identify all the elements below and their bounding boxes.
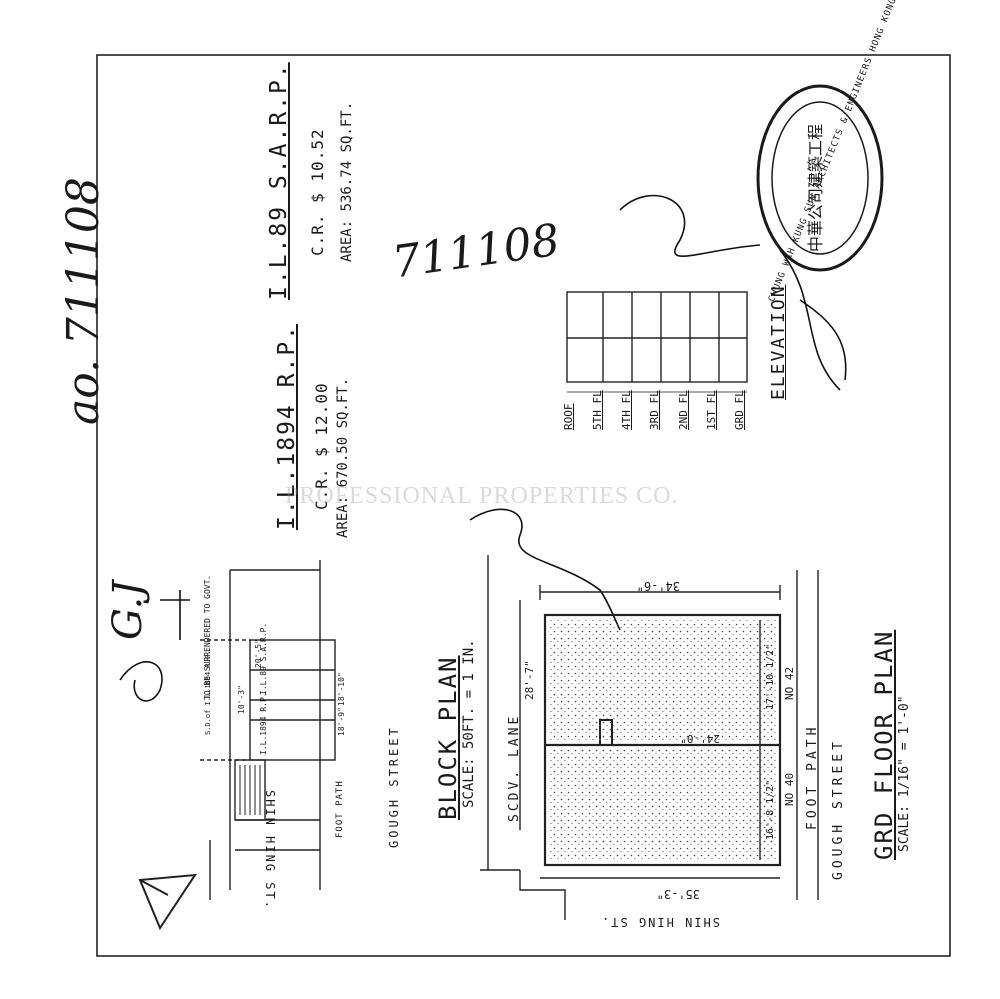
north-arrow bbox=[138, 873, 197, 931]
block-street-gough: GOUGH STREET bbox=[387, 725, 401, 848]
floor-plan-title: GRD FLOOR PLAN bbox=[870, 629, 898, 860]
floor-dim-mid: 24'-0" bbox=[680, 732, 720, 745]
block-plan-dim-1: 20'-5" bbox=[254, 639, 263, 668]
floor-label-1st: 1ST FL bbox=[705, 390, 718, 430]
lot-1-area: AREA: 670.50 SQ.FT. bbox=[335, 377, 351, 538]
floor-label-grd: GRD FL bbox=[733, 390, 746, 430]
architect-stamp bbox=[756, 84, 884, 272]
stamp-chinese: 中華公司建築工程 bbox=[806, 123, 825, 252]
floor-label-5th: 5TH FL bbox=[591, 390, 604, 430]
block-street-footpath: FOOT PATH bbox=[335, 780, 345, 838]
lot-2-name: I.L.89 S.A.R.P. bbox=[266, 62, 292, 300]
watermark: PROFESSIONAL PROPERTIES CO. bbox=[285, 483, 679, 509]
floor-label-3rd: 3RD FL bbox=[648, 390, 661, 430]
floor-label-no40: NO 40 bbox=[783, 772, 796, 806]
floor-label-footpath: FOOT PATH bbox=[805, 723, 820, 830]
block-plan-lines bbox=[200, 560, 336, 900]
lot-2-cr: C.R. $ 10.52 bbox=[308, 128, 327, 256]
floor-label-lane: SCDV. LANE bbox=[507, 713, 522, 822]
floor-label-roof: ROOF bbox=[562, 403, 575, 431]
sheet-border bbox=[96, 54, 951, 957]
handwritten-ref-left: ao. 711108 bbox=[58, 177, 109, 425]
block-plan-hatch bbox=[239, 765, 261, 815]
floor-plan-lines bbox=[480, 555, 819, 920]
block-plan-dim-2: 18'-10" bbox=[337, 672, 346, 706]
floor-label-shin-hing: SHIN HING ST. bbox=[600, 915, 720, 929]
block-plan-title: BLOCK PLAN bbox=[434, 655, 462, 821]
floor-dim-side: 28'-7" bbox=[523, 660, 536, 700]
elevation-grid bbox=[566, 291, 748, 393]
block-plan-scale: SCALE: 50FT. = 1 IN. bbox=[461, 639, 477, 808]
initials: G.J bbox=[105, 580, 151, 640]
signature-marks bbox=[119, 194, 847, 702]
floor-plan-stipple-north bbox=[548, 618, 777, 742]
floor-label-2nd: 2ND FL bbox=[677, 390, 690, 430]
floor-label-no42: NO 42 bbox=[783, 666, 796, 700]
floor-label-gough: GOUGH STREET bbox=[831, 738, 846, 880]
floor-dim-bottom: 35'-3" bbox=[656, 887, 700, 901]
block-plan-lot-label-1: S.D.of I.L.1894 R.P. bbox=[204, 650, 212, 735]
floor-label-4th: 4TH FL bbox=[620, 390, 633, 430]
floor-plan-stipple-south bbox=[548, 748, 777, 862]
floor-dim-top: 34'-6" bbox=[636, 579, 680, 593]
block-plan-dim-4: 10'-3" bbox=[237, 685, 246, 714]
block-plan-lot-label-3: I.L.1894 R.P. bbox=[259, 692, 268, 755]
block-plan-dim-3: 18'-9" bbox=[337, 707, 346, 736]
floor-dim-right-north: 17'-10 1/2" bbox=[765, 643, 776, 710]
floor-plan-scale: SCALE: 1/16" = 1'-0" bbox=[897, 695, 912, 852]
floor-dim-right-south: 16'-8 1/2" bbox=[765, 779, 776, 840]
lot-2-area: AREA: 536.74 SQ.FT. bbox=[339, 101, 355, 262]
block-street-shin-hing: SHIN HING ST. bbox=[263, 790, 277, 910]
